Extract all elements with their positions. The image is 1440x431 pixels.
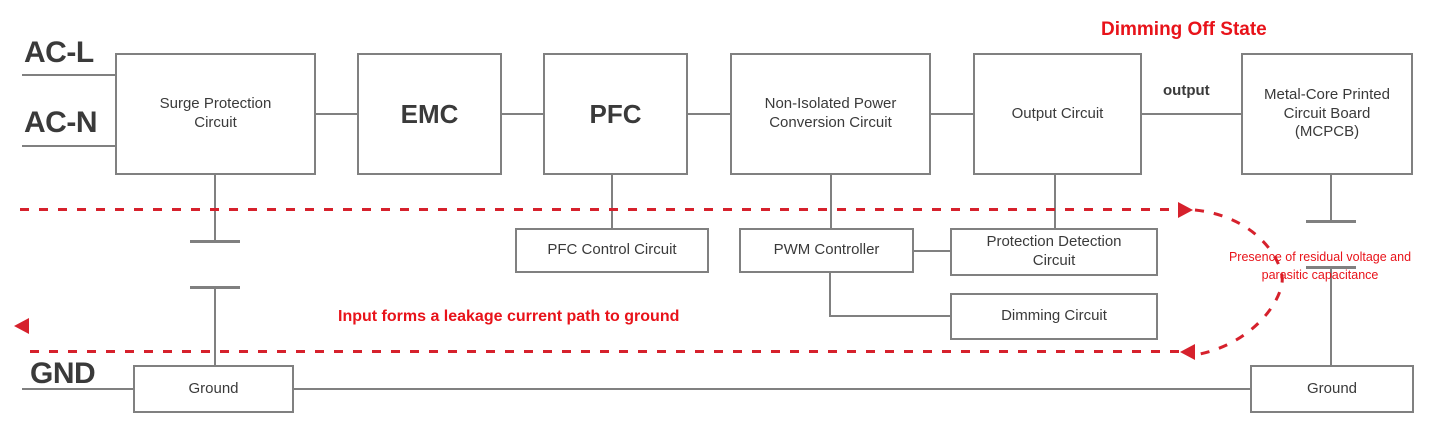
wire-gnd-input (22, 388, 135, 390)
block-emc[interactable]: EMC (357, 53, 502, 175)
block-pfc-control-circuit[interactable]: PFC Control Circuit (515, 228, 709, 273)
dashed-path-lower-arrow-icon (1180, 344, 1195, 360)
wire-pwm-drop-to-dimming (829, 273, 831, 317)
wire-pfc-drop (611, 175, 613, 228)
terminal-label-gnd: GND (30, 357, 96, 390)
block-ground-left[interactable]: Ground (133, 365, 294, 413)
block-label-protection-detection: Protection Detection Circuit (986, 233, 1122, 269)
block-label-ground-right: Ground (1306, 379, 1358, 397)
block-label-mcpcb: Metal-Core Printed Circuit Board (MCPCB) (1264, 85, 1390, 141)
terminal-label-ac-n: AC-N (24, 106, 98, 139)
block-ground-right[interactable]: Ground (1250, 365, 1414, 413)
dashed-path-upper (20, 208, 1180, 211)
wire-ac-l-input (22, 74, 117, 76)
wire-output-to-mcpcb (1141, 113, 1242, 115)
wire-ac-n-input (22, 145, 117, 147)
wire-ground-bus (293, 388, 1252, 390)
dashed-path-left-arrow-icon (14, 318, 29, 334)
wire-capacitor-right-to-ground (1330, 266, 1332, 367)
block-mcpcb[interactable]: Metal-Core Printed Circuit Board (MCPCB) (1241, 53, 1413, 175)
terminal-label-ac-l: AC-L (24, 36, 94, 69)
block-output-circuit[interactable]: Output Circuit (973, 53, 1142, 175)
dashed-path-lower (30, 350, 1180, 353)
capacitor-plate-left-top (190, 240, 240, 243)
wire-pwm-to-dimming (829, 315, 951, 317)
block-label-ground-left: Ground (188, 379, 239, 397)
block-pwm-controller[interactable]: PWM Controller (739, 228, 914, 273)
wire-nonisolated-to-output (930, 113, 974, 115)
block-protection-detection-circuit[interactable]: Protection Detection Circuit (950, 228, 1158, 276)
wire-capacitor-left-to-ground (214, 286, 216, 368)
block-pfc[interactable]: PFC (543, 53, 688, 175)
block-label-non-isolated: Non-Isolated Power Conversion Circuit (764, 95, 897, 131)
output-connection-label: output (1163, 82, 1210, 99)
block-non-isolated-power-conversion-circuit[interactable]: Non-Isolated Power Conversion Circuit (730, 53, 931, 175)
block-label-surge-protection: Surge Protection Circuit (159, 95, 272, 131)
wire-surge-to-emc (315, 113, 358, 115)
wire-nonisolated-drop (830, 175, 832, 228)
block-label-output-circuit: Output Circuit (1011, 104, 1104, 122)
block-label-dimming-circuit: Dimming Circuit (1001, 307, 1107, 325)
block-surge-protection-circuit[interactable]: Surge Protection Circuit (115, 53, 316, 175)
block-label-pfc-control: PFC Control Circuit (547, 241, 677, 259)
dashed-path-upper-arrow-icon (1178, 202, 1193, 218)
wire-surge-drop (214, 175, 216, 240)
wire-output-drop (1054, 175, 1056, 228)
wire-emc-to-pfc (501, 113, 544, 115)
wire-pfc-to-nonisolated (687, 113, 731, 115)
annotation-leakage-path: Input forms a leakage current path to gr… (338, 308, 680, 325)
wire-mcpcb-drop-top (1330, 175, 1332, 220)
block-label-emc: EMC (400, 98, 459, 129)
block-label-pwm-controller: PWM Controller (773, 241, 880, 259)
dimming-off-state-title: Dimming Off State (1101, 19, 1267, 40)
block-dimming-circuit[interactable]: Dimming Circuit (950, 293, 1158, 340)
wire-pwm-to-protection (913, 250, 951, 252)
block-label-pfc: PFC (589, 98, 642, 129)
capacitor-plate-right-top (1306, 220, 1356, 223)
annotation-residual-voltage: Presence of residual voltage and parasit… (1228, 250, 1412, 283)
